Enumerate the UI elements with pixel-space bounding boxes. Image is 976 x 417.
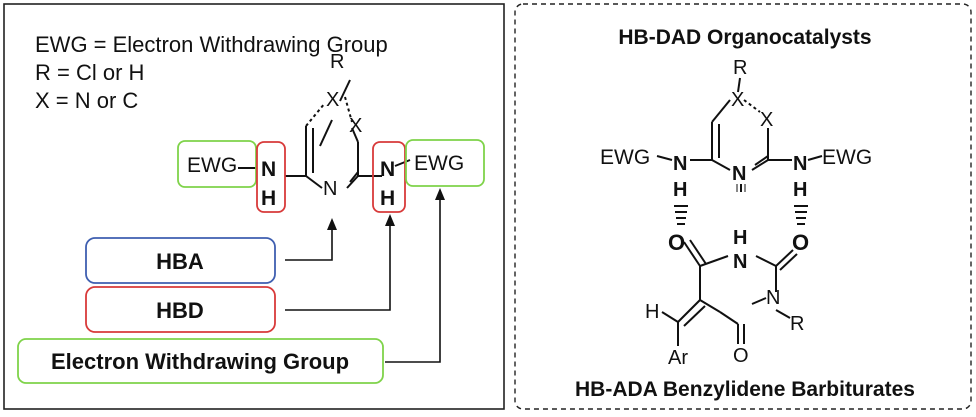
left-x-right: X: [349, 115, 362, 137]
cat-x-top: X: [731, 89, 744, 111]
right-subtitle: HB-ADA Benzylidene Barbiturates: [575, 378, 915, 401]
barbiturate-bonds: [661, 239, 798, 346]
right-nh-highlight: [372, 141, 406, 213]
right-ewg-label: EWG: [414, 152, 464, 175]
hba-label: HBA: [156, 249, 204, 274]
left-x-top: X: [326, 89, 339, 111]
cat-x-right: X: [760, 109, 773, 131]
left-nh-highlight: [256, 141, 286, 213]
hba-box: [85, 237, 276, 284]
right-title: HB-DAD Organocatalysts: [618, 26, 871, 49]
cat-nh-right-h: H: [793, 179, 807, 201]
barb-o-left: O: [668, 230, 685, 255]
arrowheads: [327, 188, 445, 230]
cat-nh-left-n: N: [673, 153, 687, 175]
right-ewg-highlight: [405, 139, 485, 187]
cat-nh-right-n: N: [793, 153, 807, 175]
barb-nh-h: H: [733, 227, 747, 249]
left-ewg-label: EWG: [187, 154, 237, 177]
legend-ewg: EWG = Electron Withdrawing Group: [35, 32, 388, 57]
barb-nh-n: N: [733, 251, 747, 273]
barb-h: H: [645, 301, 659, 323]
barb-r: R: [790, 313, 804, 335]
cat-n-ring: N: [732, 163, 746, 185]
left-nh-n: N: [261, 158, 276, 181]
cat-ewg-right: EWG: [822, 146, 872, 169]
cat-ewg-left: EWG: [600, 146, 650, 169]
hbd-box: [85, 286, 276, 333]
left-ewg-highlight: [177, 140, 257, 188]
cat-nh-left-h: H: [673, 179, 687, 201]
barb-o-bottom: O: [733, 345, 749, 367]
hbd-label: HBD: [156, 298, 204, 323]
hydrogen-bond-dashes: [674, 184, 808, 225]
right-nh-h: H: [380, 187, 395, 210]
cat-r: R: [733, 57, 747, 79]
right-panel-frame: [514, 3, 972, 410]
connector-arrows: [285, 198, 441, 363]
barb-n-r: N: [766, 287, 780, 309]
ewg-full-box: [17, 338, 384, 384]
left-nh-h: H: [261, 187, 276, 210]
left-ring-bonds: [238, 79, 411, 189]
left-r: R: [330, 51, 344, 73]
legend-r: R = Cl or H: [35, 60, 144, 85]
barb-o-right: O: [792, 230, 809, 255]
left-n-ring: N: [323, 178, 337, 200]
barb-ar: Ar: [668, 347, 688, 369]
right-nh-n: N: [380, 158, 395, 181]
catalyst-ring-bonds: [656, 77, 823, 171]
left-panel-frame: [3, 3, 505, 410]
ewg-full-label: Electron Withdrawing Group: [51, 349, 349, 374]
legend-x: X = N or C: [35, 88, 138, 113]
